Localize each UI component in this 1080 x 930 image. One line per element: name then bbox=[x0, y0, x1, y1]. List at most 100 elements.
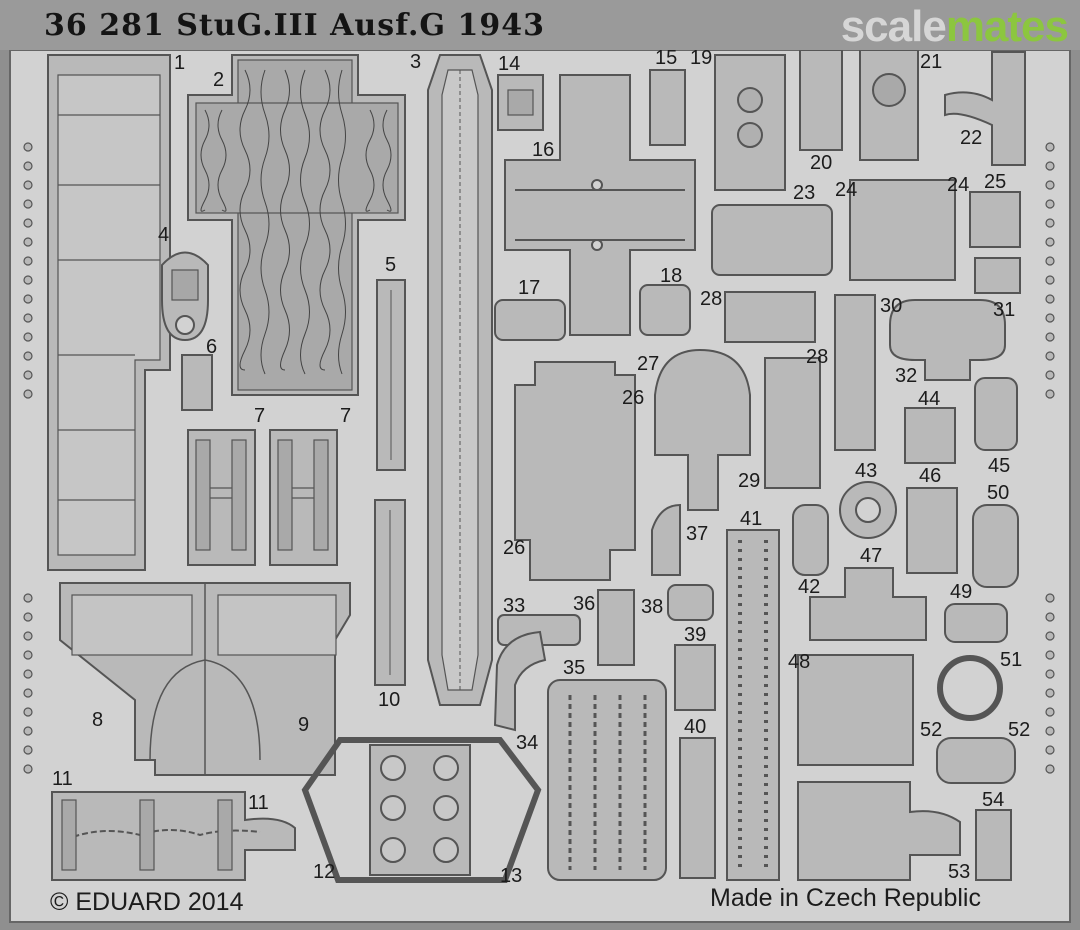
part-5 bbox=[376, 279, 406, 471]
copyright-text: © EDUARD 2014 bbox=[50, 888, 244, 916]
part-number-label: 37 bbox=[686, 523, 709, 545]
part-number-label: 35 bbox=[563, 657, 586, 679]
part-37 bbox=[651, 503, 681, 576]
part-number-label: 47 bbox=[860, 545, 883, 567]
part-number-label: 45 bbox=[988, 455, 1011, 477]
part-15 bbox=[649, 69, 686, 146]
part-11 bbox=[51, 791, 296, 881]
part-number-label: 44 bbox=[918, 388, 941, 410]
part-number-label: 28 bbox=[806, 346, 829, 368]
part-52 bbox=[936, 737, 1016, 784]
part-42 bbox=[792, 504, 829, 576]
part-number-label: 18 bbox=[660, 265, 683, 287]
part-16 bbox=[504, 74, 696, 336]
part-number-label: 2 bbox=[213, 69, 225, 91]
part-29 bbox=[764, 357, 821, 489]
part-number-label: 34 bbox=[516, 732, 539, 754]
part-number-label: 26 bbox=[622, 387, 645, 409]
part-number-label: 19 bbox=[690, 47, 713, 69]
part-number-label: 6 bbox=[206, 336, 218, 358]
part-number-label: 13 bbox=[500, 865, 523, 887]
part-24 bbox=[849, 179, 956, 281]
part-number-label: 43 bbox=[855, 460, 878, 482]
part-number-label: 30 bbox=[880, 295, 903, 317]
part-number-label: 4 bbox=[158, 224, 170, 246]
part-43 bbox=[839, 481, 897, 539]
watermark-part2: mates bbox=[945, 2, 1069, 51]
part-number-label: 24 bbox=[947, 174, 970, 196]
part-number-label: 16 bbox=[532, 139, 555, 161]
part-number-label: 22 bbox=[960, 127, 983, 149]
part-number-label: 15 bbox=[655, 47, 678, 69]
part-14 bbox=[497, 74, 544, 131]
part-number-label: 7 bbox=[254, 405, 266, 427]
part-number-label: 54 bbox=[982, 789, 1005, 811]
part-26 bbox=[514, 361, 636, 581]
part-10 bbox=[374, 499, 406, 686]
part-number-label: 26 bbox=[503, 537, 526, 559]
part-7-right bbox=[269, 429, 338, 566]
part-49 bbox=[944, 603, 1008, 643]
part-1 bbox=[47, 54, 171, 571]
part-number-label: 29 bbox=[738, 470, 761, 492]
part-number-label: 17 bbox=[518, 277, 541, 299]
part-40 bbox=[679, 737, 716, 879]
part-number-label: 20 bbox=[810, 152, 833, 174]
part-3 bbox=[427, 54, 493, 706]
part-number-label: 10 bbox=[378, 689, 401, 711]
part-number-label: 25 bbox=[984, 171, 1007, 193]
part-2 bbox=[187, 54, 406, 396]
part-23 bbox=[711, 204, 833, 276]
part-30 bbox=[834, 294, 876, 451]
part-47 bbox=[809, 567, 927, 641]
part-number-label: 3 bbox=[410, 51, 422, 73]
part-18 bbox=[639, 284, 691, 336]
part-number-label: 53 bbox=[948, 861, 971, 883]
part-number-label: 52 bbox=[1008, 719, 1031, 741]
part-31-32 bbox=[889, 299, 1006, 381]
title-bar: 36 281 StuG.III Ausf.G 1943 scalemates bbox=[0, 0, 1080, 52]
part-number-label: 46 bbox=[919, 465, 942, 487]
part-25 bbox=[969, 191, 1021, 248]
part-number-label: 50 bbox=[987, 482, 1010, 504]
part-34 bbox=[493, 630, 547, 732]
part-50 bbox=[972, 504, 1019, 588]
part-number-label: 24 bbox=[835, 179, 858, 201]
part-number-label: 39 bbox=[684, 624, 707, 646]
part-17 bbox=[494, 299, 566, 341]
part-28 bbox=[724, 291, 816, 343]
left-sprue-holes bbox=[23, 142, 33, 774]
part-4 bbox=[161, 251, 209, 342]
part-number-label: 49 bbox=[950, 581, 973, 603]
scalemates-watermark: scalemates bbox=[840, 2, 1069, 52]
origin-text: Made in Czech Republic bbox=[710, 884, 981, 912]
right-sprue-holes bbox=[1045, 142, 1055, 774]
part-number-label: 27 bbox=[637, 353, 660, 375]
part-number-label: 12 bbox=[313, 861, 336, 883]
part-44 bbox=[904, 407, 956, 464]
part-19 bbox=[714, 54, 786, 191]
part-number-label: 5 bbox=[385, 254, 397, 276]
part-22 bbox=[944, 51, 1026, 166]
part-39 bbox=[674, 644, 716, 711]
part-36 bbox=[597, 589, 635, 666]
part-45 bbox=[974, 377, 1018, 451]
part-number-label: 11 bbox=[248, 792, 269, 814]
part-number-label: 42 bbox=[798, 576, 821, 598]
watermark-part1: scale bbox=[840, 2, 947, 51]
part-46 bbox=[906, 487, 958, 574]
part-21 bbox=[859, 49, 919, 161]
part-12-13 bbox=[301, 737, 542, 883]
part-number-label: 31 bbox=[993, 299, 1016, 321]
part-number-label: 36 bbox=[573, 593, 596, 615]
part-6 bbox=[181, 354, 213, 411]
fret-title: 36 281 StuG.III Ausf.G 1943 bbox=[44, 8, 545, 43]
part-8-9 bbox=[59, 582, 351, 776]
part-number-label: 51 bbox=[1000, 649, 1023, 671]
part-53 bbox=[797, 781, 961, 881]
part-number-label: 28 bbox=[700, 288, 723, 310]
part-number-label: 21 bbox=[920, 51, 943, 73]
part-number-label: 11 bbox=[52, 768, 73, 790]
part-number-label: 23 bbox=[793, 182, 816, 204]
